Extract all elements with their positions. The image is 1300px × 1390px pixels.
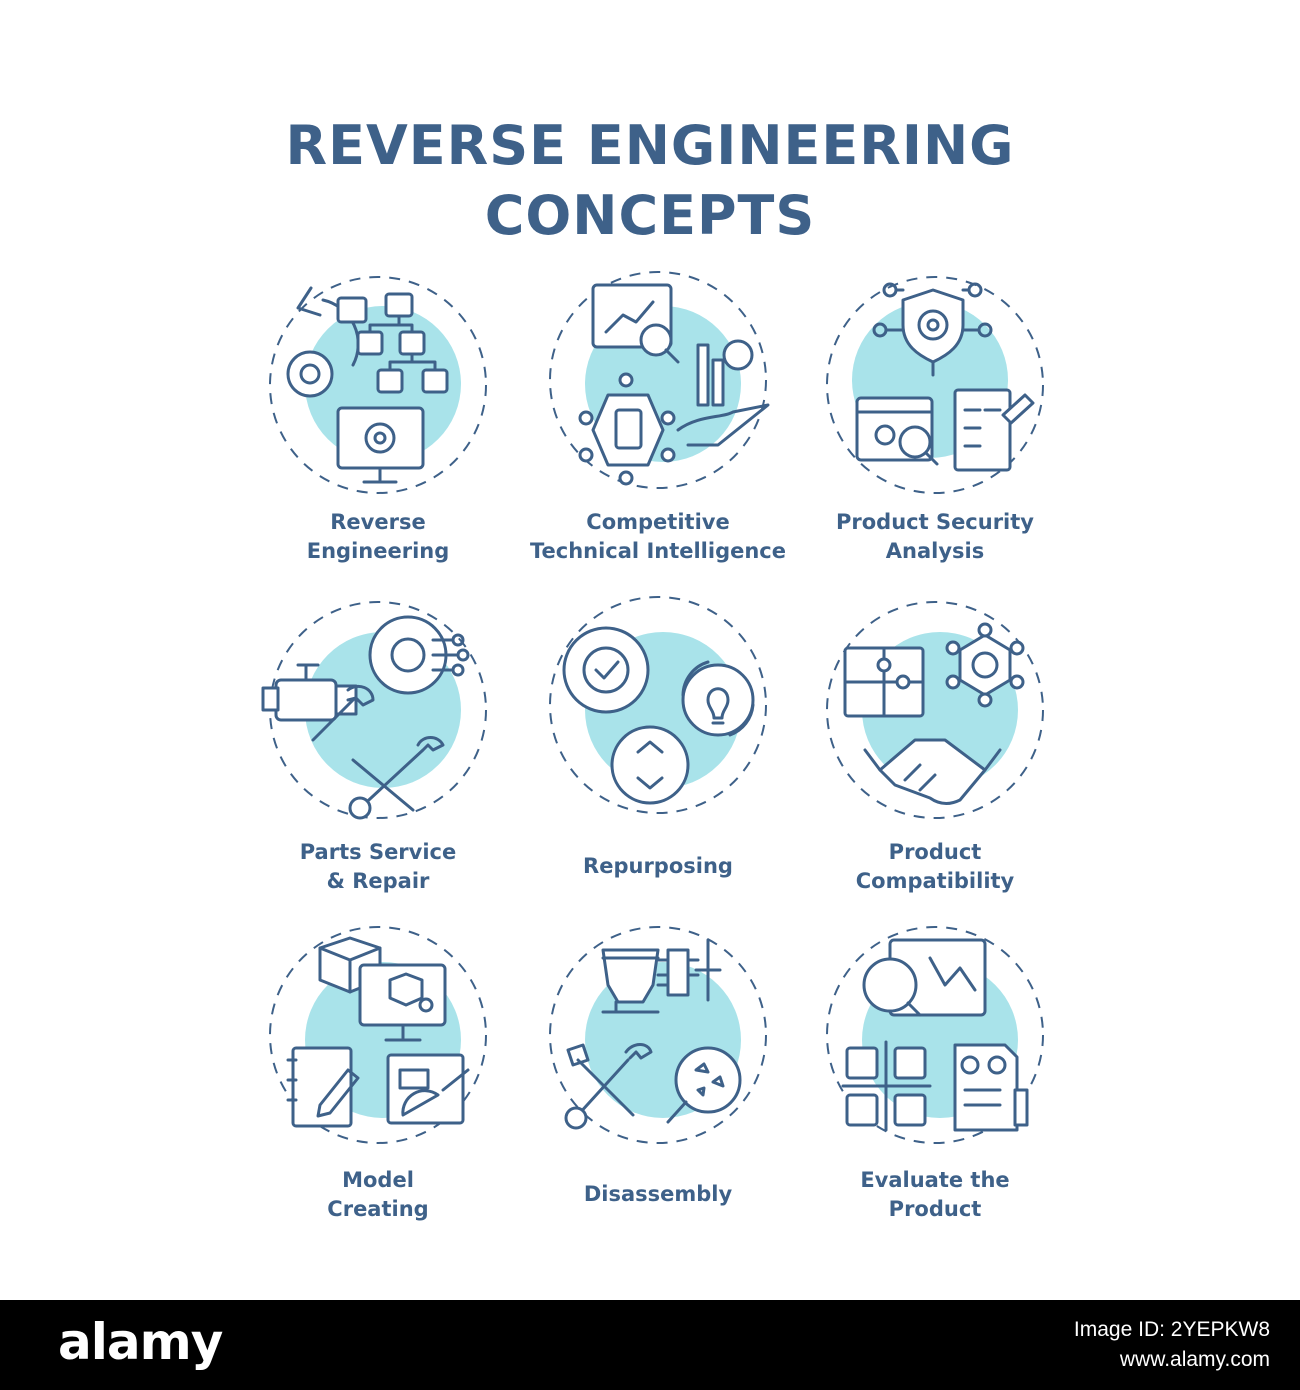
concept-label-line-2: Creating [327,1197,429,1221]
vise-tools-icon [549,926,767,1144]
concept-label-line-1: Product [888,840,982,864]
concept-evaluate-the-product: Evaluate the Product [785,926,1085,1250]
concept-model-creating: Model Creating [228,926,528,1250]
concept-label-line-1: Model [342,1168,414,1192]
concept-label-line-1: Disassembly [583,1182,733,1206]
concept-product-security-analysis: Product Security Analysis [785,270,1085,590]
image-info: Image ID: 2YEPKW8 www.alamy.com [1074,1315,1270,1375]
cube-design-icon [269,926,487,1144]
concept-repurposing: Repurposing [508,596,808,920]
analytics-network-icon [549,271,770,489]
concept-label-line-1: Evaluate the [860,1168,1010,1192]
concept-label-line-1: Repurposing [583,854,733,878]
concept-disassembly: Disassembly [508,926,808,1250]
page-title-line-1: REVERSE ENGINEERING [285,114,1015,177]
concept-label-line-2: Product [888,1197,982,1221]
concept-label-line-2: Compatibility [855,869,1015,893]
brand-logo: alamy [58,1313,223,1371]
recycle-gears-icon [549,596,767,814]
page-title-line-2: CONCEPTS [484,184,816,247]
concept-label-line-1: Parts Service [299,840,457,864]
concept-label-line-2: & Repair [326,869,430,893]
puzzle-handshake-icon [826,601,1044,819]
concept-competitive-technical-intelligence: Competitive Technical Intelligence [508,270,808,590]
watermark-footer: alamy Image ID: 2YEPKW8 www.alamy.com [0,1300,1300,1390]
image-id: Image ID: 2YEPKW8 [1073,1318,1270,1341]
concept-product-compatibility: Product Compatibility [785,600,1085,920]
site-url: www.alamy.com [1119,1348,1270,1371]
concept-label-line-2: Technical Intelligence [529,539,786,563]
concept-reverse-engineering: Reverse Engineering [228,270,528,590]
shield-bug-checklist-icon [826,276,1044,494]
tools-gear-icon [261,601,487,820]
workflow-gear-monitor-icon [269,276,487,494]
concept-label-line-1: Competitive [586,510,730,534]
concept-label-line-2: Engineering [306,539,450,563]
concept-parts-service-repair: Parts Service & Repair [228,600,528,920]
concept-label-line-1: Reverse [330,510,426,534]
concept-label-line-1: Product Security [835,510,1034,534]
concept-label-line-2: Analysis [885,539,985,563]
magnifier-grid-icon [826,926,1044,1144]
